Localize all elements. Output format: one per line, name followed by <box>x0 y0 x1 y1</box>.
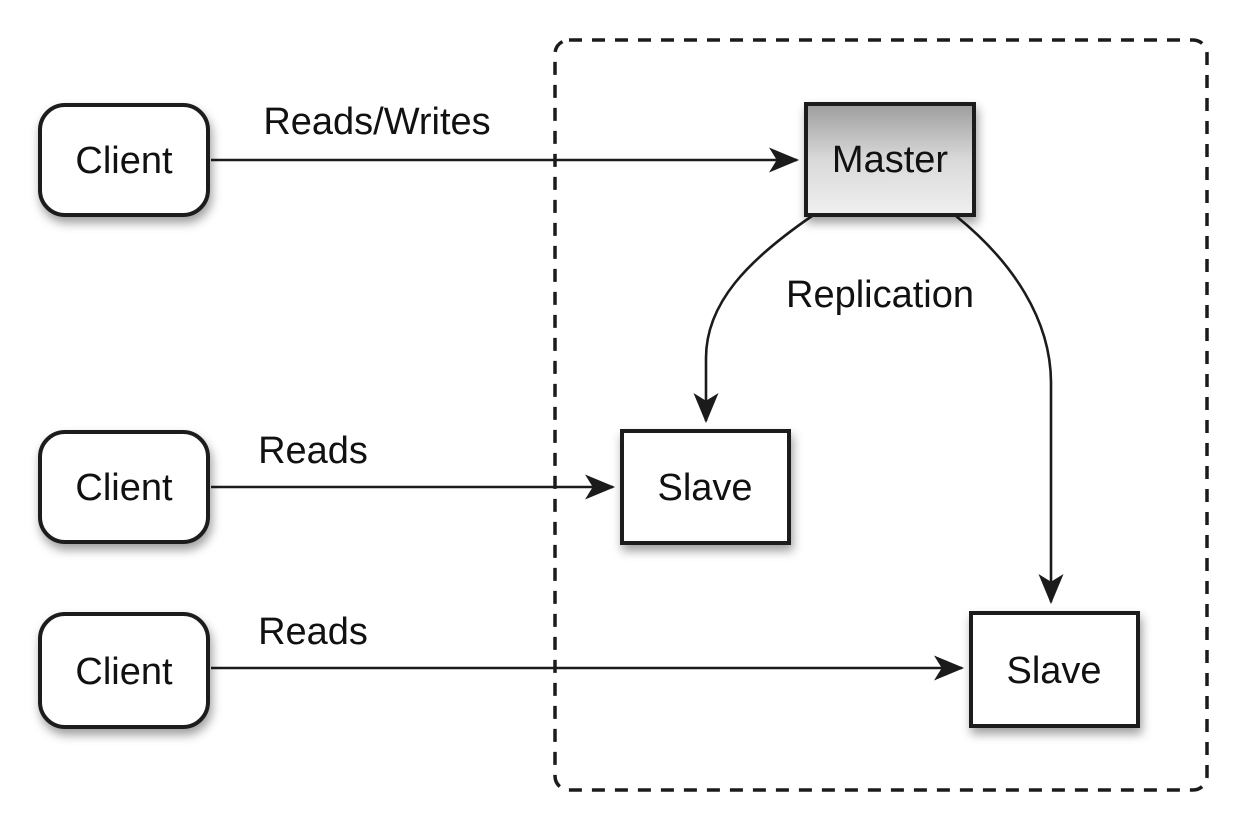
node-slave-bottom: Slave <box>969 611 1140 728</box>
client-top-box <box>38 103 210 217</box>
node-client-middle: Client <box>38 430 210 544</box>
cluster-dashed-border <box>553 38 1209 792</box>
slave-middle-box <box>620 429 791 545</box>
slave-bottom-label: Slave <box>1006 650 1101 692</box>
client-bottom-box <box>38 612 210 729</box>
edge-master-to-slave-bottom <box>955 214 1064 605</box>
edge-label-replication: Replication <box>786 274 974 316</box>
master-box <box>804 102 976 217</box>
client-top-label: Client <box>75 140 173 182</box>
slave-middle-label: Slave <box>657 467 752 509</box>
client-bottom-label: Client <box>75 651 173 693</box>
edge-label-reads-middle: Reads <box>258 430 368 472</box>
edge-label-reads-writes: Reads/Writes <box>263 101 490 143</box>
master-label: Master <box>832 139 948 181</box>
slave-bottom-box <box>969 611 1140 728</box>
node-slave-middle: Slave <box>620 429 791 545</box>
client-middle-label: Client <box>75 467 173 509</box>
node-client-top: Client <box>38 103 210 217</box>
node-master: Master <box>804 102 976 217</box>
edge-master-to-slave-middle <box>693 214 813 424</box>
edge-label-reads-bottom: Reads <box>258 611 368 653</box>
client-middle-box <box>38 430 210 544</box>
node-client-bottom: Client <box>38 612 210 729</box>
